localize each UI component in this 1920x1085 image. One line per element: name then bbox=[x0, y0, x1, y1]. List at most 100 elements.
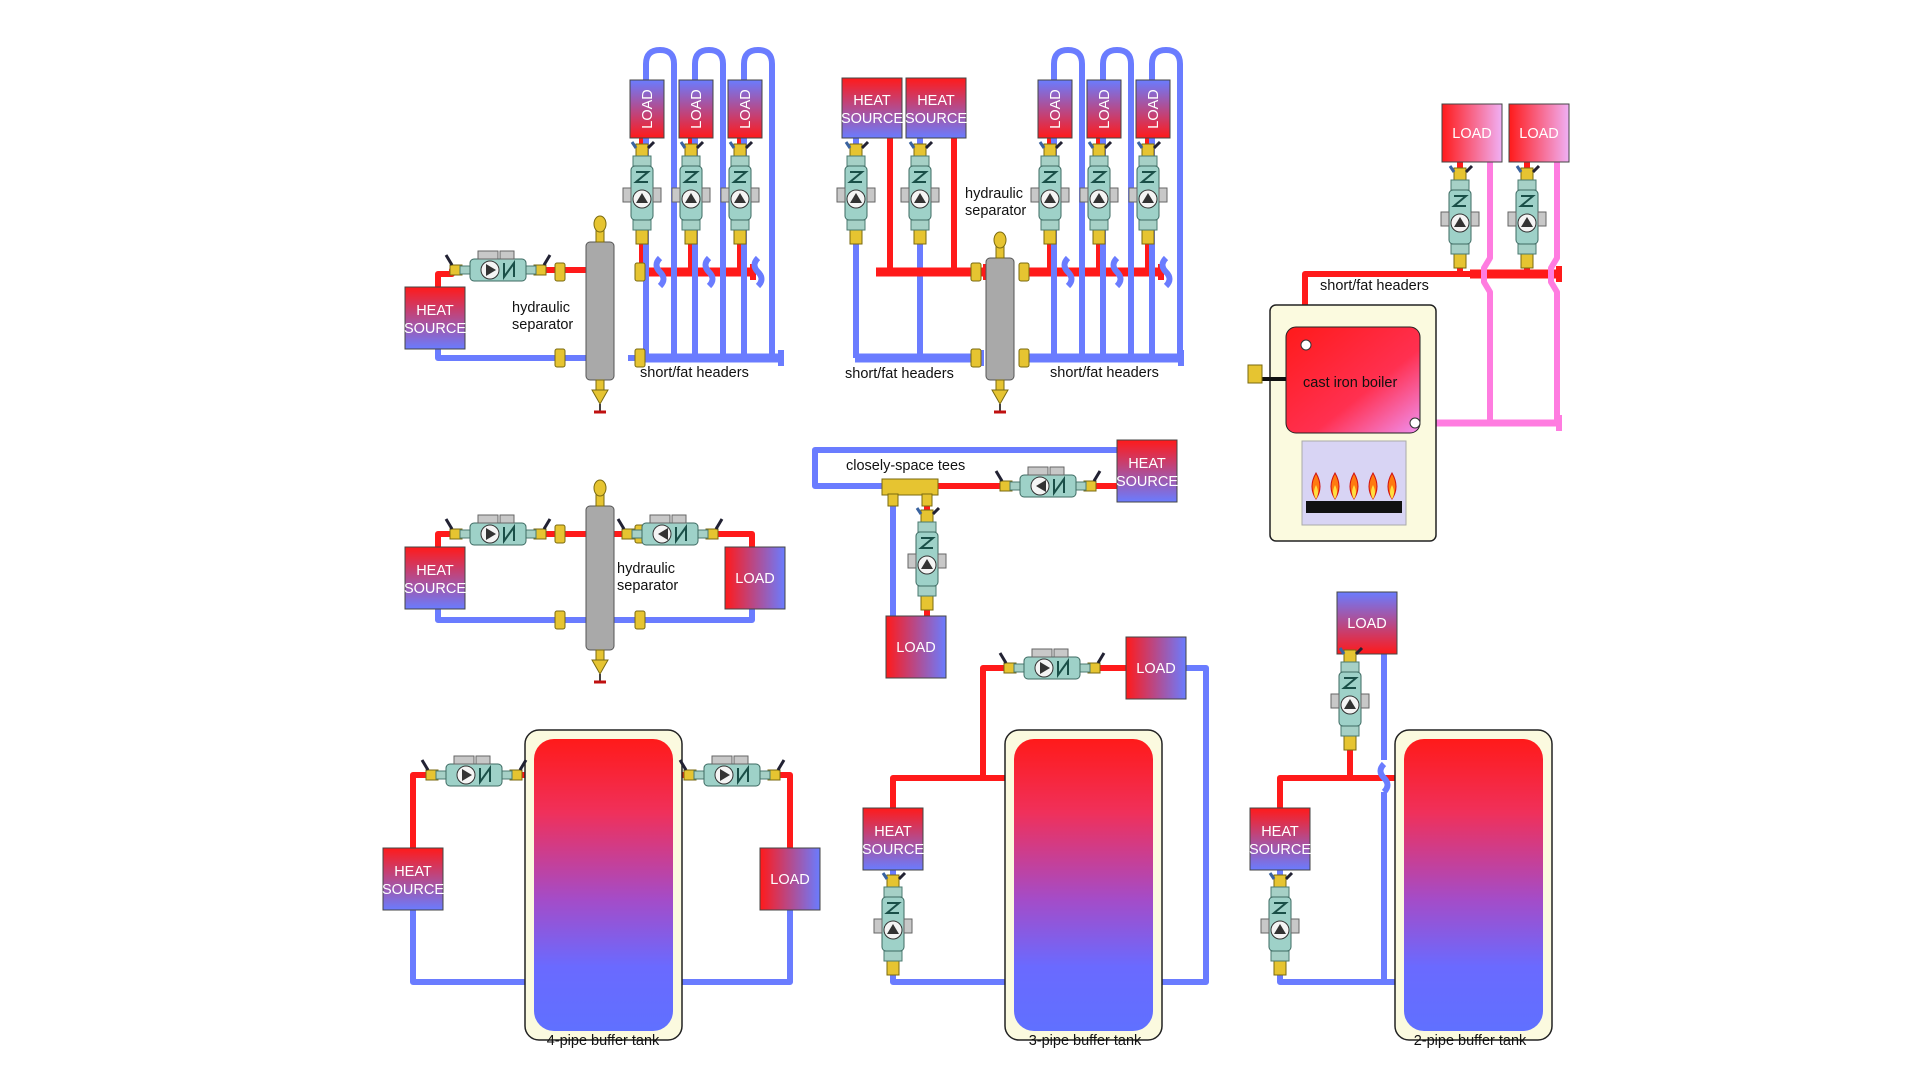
separator-body bbox=[585, 505, 615, 651]
pipe-crossover bbox=[1159, 255, 1173, 289]
flange bbox=[730, 219, 750, 231]
load bbox=[1336, 591, 1398, 655]
flange bbox=[1138, 155, 1158, 167]
pump-motor bbox=[866, 187, 876, 203]
tank-caption: 3-pipe buffer tank bbox=[1029, 1033, 1142, 1049]
pump-motor bbox=[1109, 187, 1119, 203]
valve-handle bbox=[1038, 141, 1046, 149]
separator-label-line1: hydraulic bbox=[617, 561, 675, 577]
check-valve-icon bbox=[731, 171, 749, 183]
valve-icon bbox=[1343, 649, 1357, 663]
valve-handle bbox=[897, 871, 907, 881]
valve-handle bbox=[1448, 165, 1456, 173]
check-valve-icon bbox=[1053, 475, 1065, 497]
valve-handle bbox=[1284, 871, 1294, 881]
flange bbox=[846, 219, 866, 231]
header-cap bbox=[778, 350, 784, 366]
flow-arrow bbox=[462, 769, 472, 781]
valve-handle bbox=[844, 141, 852, 149]
valve-handle bbox=[1354, 646, 1364, 656]
check-valve-icon bbox=[1341, 677, 1359, 689]
separator-label-line2: separator bbox=[512, 317, 573, 333]
air-vent-icon bbox=[993, 231, 1007, 249]
load-return-pipe bbox=[1481, 162, 1493, 423]
pump-motor bbox=[1128, 187, 1138, 203]
hydraulic-separator bbox=[970, 231, 1030, 414]
valve-handle bbox=[1087, 141, 1095, 149]
load-box bbox=[678, 79, 714, 139]
circulator-icon bbox=[444, 514, 552, 546]
valve-handle bbox=[1103, 140, 1113, 150]
valve-handle bbox=[1136, 141, 1144, 149]
separator-body bbox=[985, 257, 1015, 381]
check-valve-icon bbox=[479, 764, 491, 786]
circulator-icon bbox=[1507, 164, 1547, 269]
flange bbox=[1040, 155, 1060, 167]
pump-motor bbox=[711, 755, 733, 765]
valve-icon bbox=[886, 874, 900, 888]
check-valve-icon bbox=[847, 171, 865, 183]
union-fitting bbox=[634, 348, 646, 368]
load-box bbox=[1135, 79, 1171, 139]
flange bbox=[681, 219, 701, 231]
valve-handle bbox=[679, 141, 687, 149]
pump-motor bbox=[1330, 693, 1340, 709]
load-label: LOAD bbox=[1136, 661, 1176, 677]
air-vent-icon bbox=[593, 215, 607, 233]
valve-handle bbox=[444, 518, 454, 530]
load-label: LOAD bbox=[1146, 89, 1162, 129]
burner-flame-icon bbox=[1352, 485, 1356, 499]
valve-icon bbox=[1141, 229, 1155, 245]
union-fitting bbox=[554, 262, 566, 282]
check-valve-icon bbox=[1271, 902, 1289, 914]
flow-arrow bbox=[734, 193, 746, 203]
load bbox=[1037, 79, 1073, 139]
valve-handle bbox=[1531, 164, 1541, 174]
drain-valve-icon bbox=[591, 659, 609, 676]
tank-vessel bbox=[534, 739, 673, 1031]
burner-flame-icon bbox=[1390, 485, 1394, 499]
flow-arrow bbox=[1274, 924, 1286, 934]
load bbox=[724, 546, 786, 610]
check-valve-icon bbox=[675, 523, 687, 545]
heat-source bbox=[862, 807, 924, 871]
circulator-icon bbox=[873, 871, 913, 976]
union-fitting bbox=[970, 262, 982, 282]
hydraulic-separator bbox=[554, 479, 646, 684]
load-label: LOAD bbox=[738, 89, 754, 129]
drain-valve-icon bbox=[991, 389, 1009, 406]
heat-source-box bbox=[1116, 439, 1178, 503]
check-valve-icon bbox=[1090, 171, 1108, 183]
return-loop bbox=[643, 46, 677, 358]
flow-arrow bbox=[1454, 217, 1466, 227]
separator-label-line2: separator bbox=[965, 203, 1026, 219]
flange bbox=[917, 585, 937, 597]
heat-source-label-line1: HEAT bbox=[874, 824, 912, 840]
tank-caption: 4-pipe buffer tank bbox=[547, 1033, 660, 1049]
pump-motor bbox=[477, 514, 499, 524]
heat-source-label-line1: HEAT bbox=[416, 563, 454, 579]
pump-motor bbox=[1260, 918, 1270, 934]
flange bbox=[910, 155, 930, 167]
load-box bbox=[629, 79, 665, 139]
union-fitting bbox=[554, 524, 566, 544]
relief-valve-icon bbox=[1247, 364, 1263, 384]
valve-icon bbox=[635, 143, 649, 157]
load-box bbox=[1037, 79, 1073, 139]
valve-icon bbox=[886, 960, 900, 976]
valve-icon bbox=[1141, 143, 1155, 157]
flange bbox=[1340, 661, 1360, 673]
pipe-crossover bbox=[751, 255, 765, 289]
heat-source-label-line2: SOURCE bbox=[862, 842, 924, 858]
supply-pipe bbox=[1277, 775, 1404, 808]
heat-source-label-line2: SOURCE bbox=[905, 111, 967, 127]
return-loop bbox=[741, 46, 775, 358]
pump-motor bbox=[900, 187, 910, 203]
load-label: LOAD bbox=[640, 89, 656, 129]
circulator-icon bbox=[994, 466, 1102, 498]
valve-handle bbox=[915, 507, 923, 515]
heat-source bbox=[404, 546, 466, 610]
heat-source-label-line1: HEAT bbox=[1261, 824, 1299, 840]
